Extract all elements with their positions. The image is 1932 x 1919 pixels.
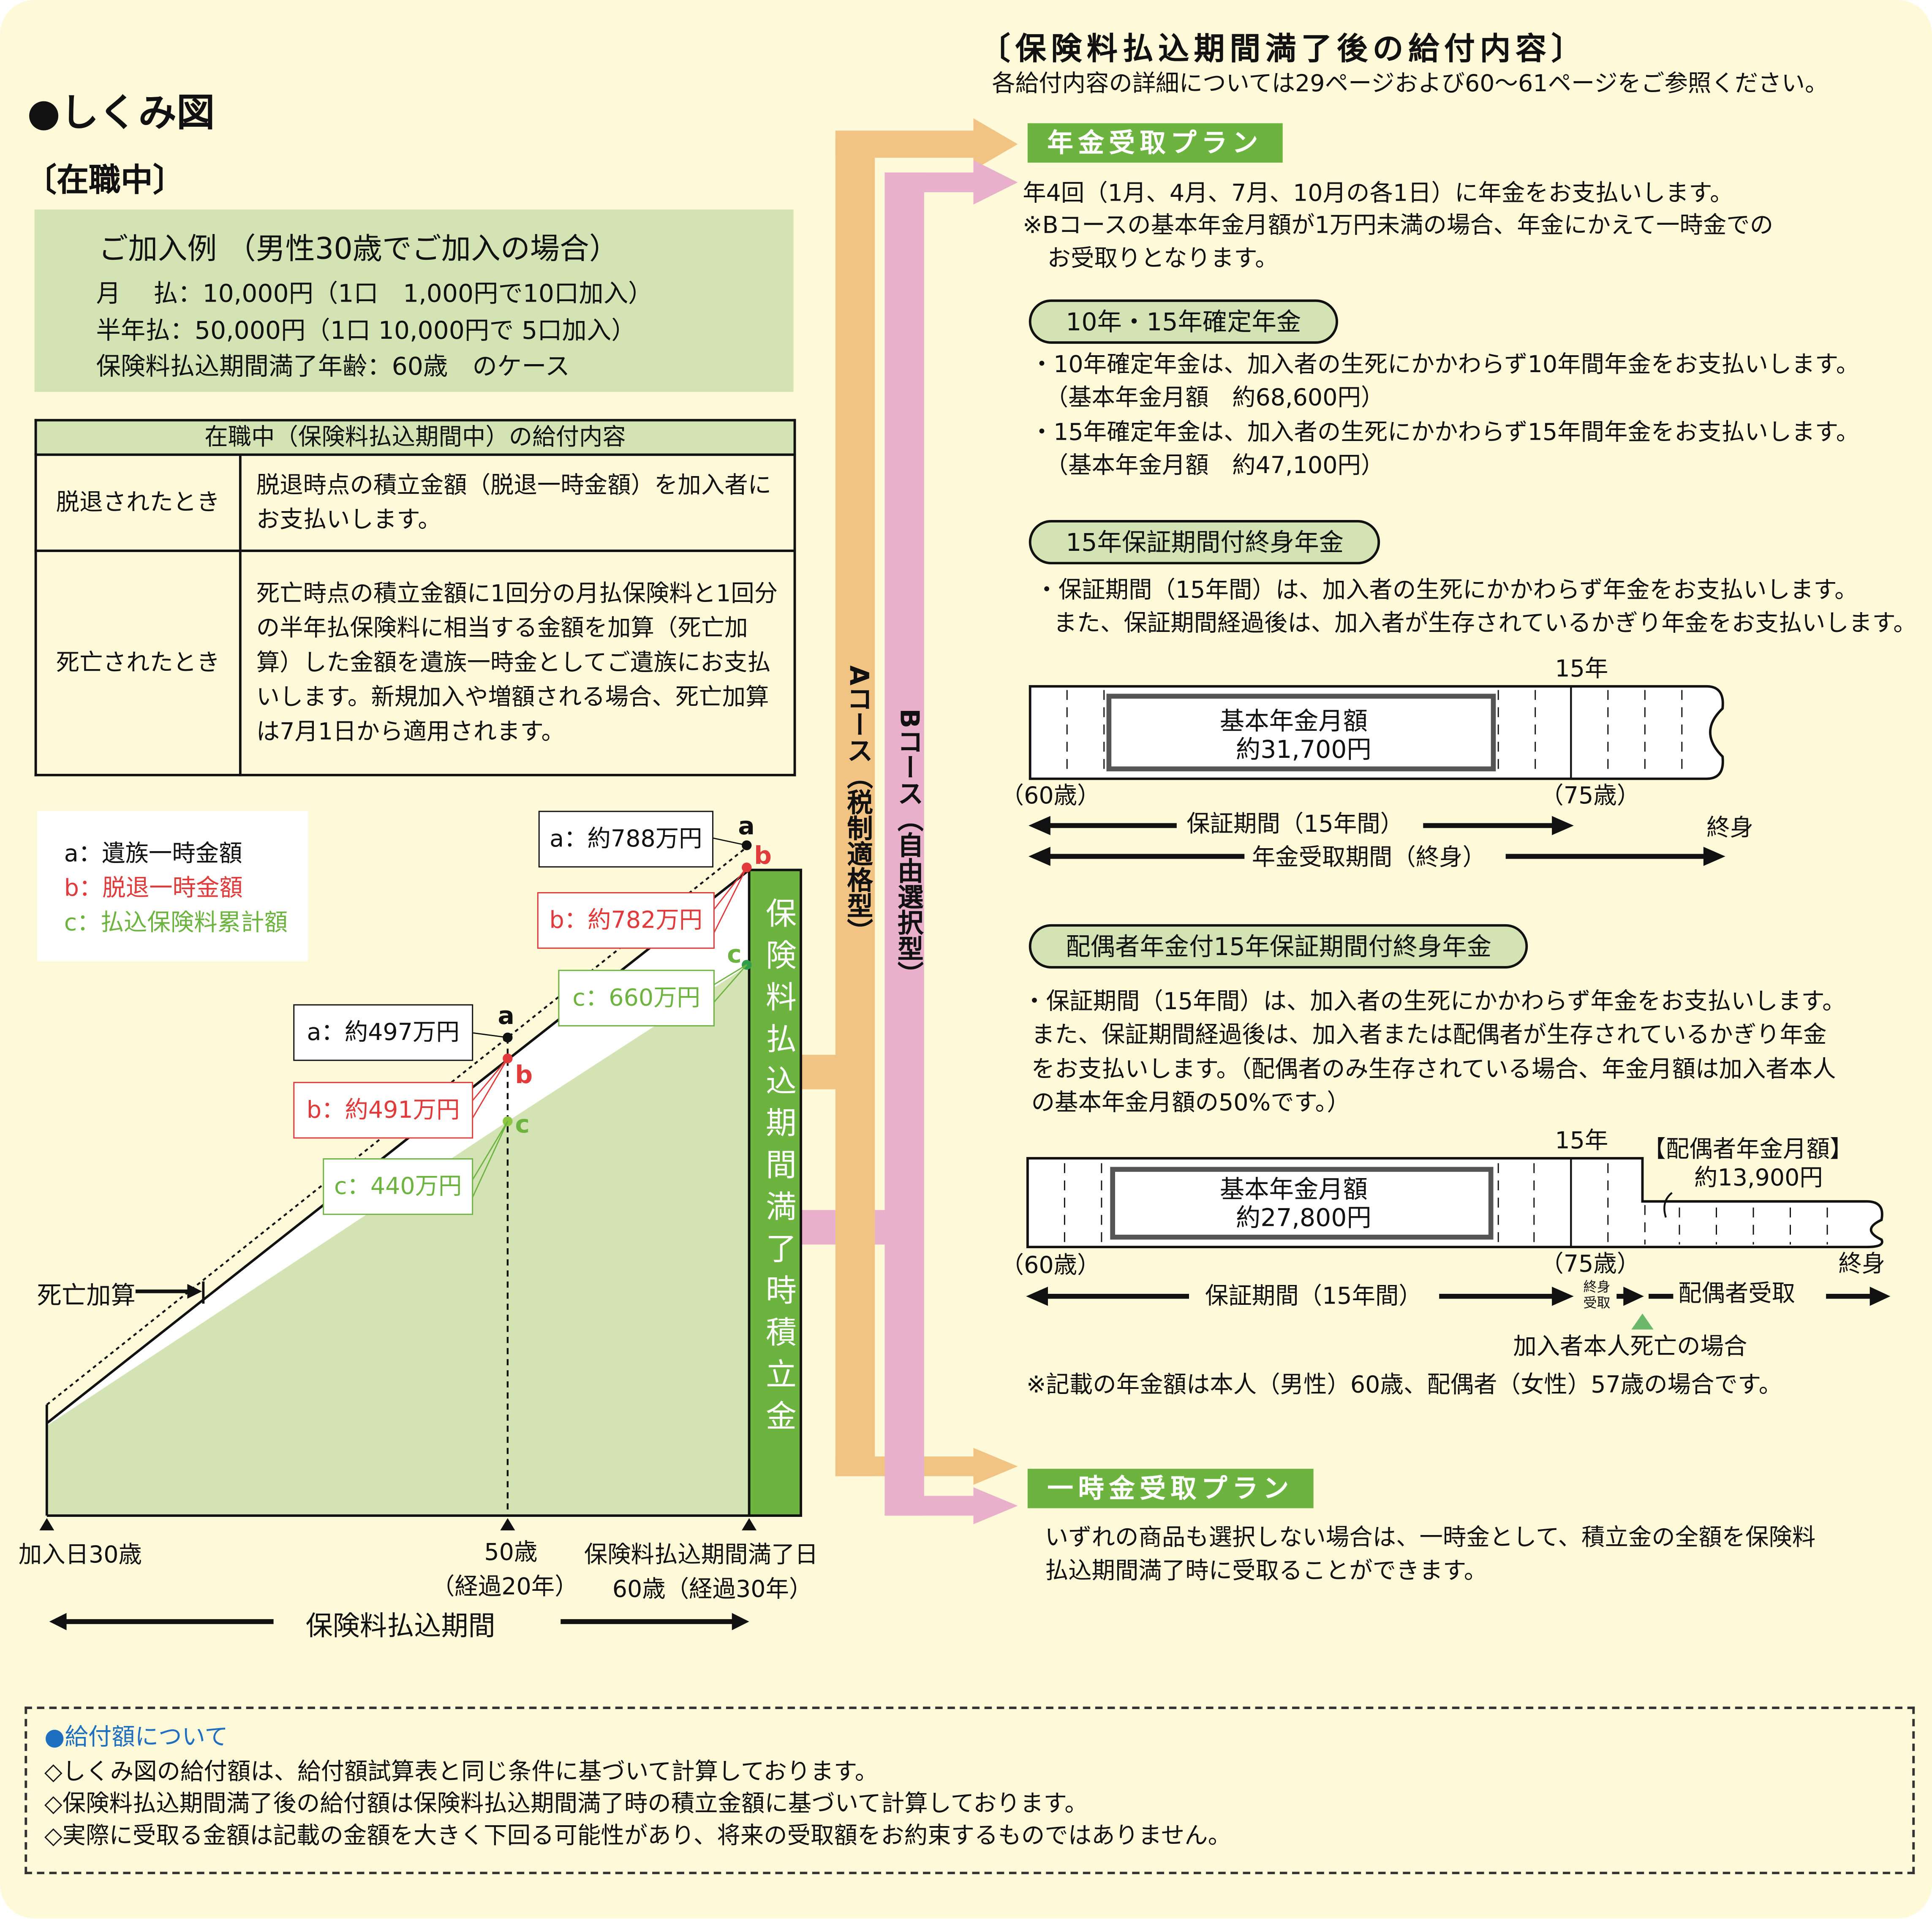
spouse-amount-label: 【配偶者年金月額】 [1642, 1136, 1853, 1163]
life-age75: （75歳） [1540, 782, 1641, 810]
payment-period-label: 保険料払込期間 [305, 1611, 495, 1643]
spouse-note: ※記載の年金額は本人（男性）60歳、配偶者（女性）57歳の場合です。 [1026, 1371, 1782, 1399]
point-a: a [738, 811, 755, 841]
legend-c: c：払込保険料累計額 [64, 909, 288, 936]
footer-notes: ●給付額について ◇しくみ図の給付額は、給付額試算表と同じ条件に基づいて計算して… [24, 1707, 1915, 1874]
example-line: 保険料払込期間満了年齢：60歳 のケース [96, 351, 570, 381]
spouse-annuity-diagram [1026, 1157, 1891, 1330]
paid-premium-area [46, 965, 749, 1516]
point-a: a [498, 1000, 514, 1030]
row-text: 死亡時点の積立金額に1回分の月払保険料と1回分の半年払保険料に相当する金額を加算… [239, 550, 796, 776]
fixed-text: （基本年金月額 約68,600円） [1045, 384, 1385, 412]
spouse-box-value: 約27,800円 [1235, 1203, 1371, 1233]
spouse-text: また、保証期間経過後は、加入者または配偶者が生存されているかぎり年金 [1031, 1021, 1827, 1049]
life-age60: （60歳） [1000, 782, 1101, 810]
x-label-50-sub: （経過20年） [431, 1573, 578, 1601]
death-addition-label: 死亡加算 [37, 1280, 136, 1310]
spouse-annuity-title: 配偶者年金付15年保証期間付終身年金 [1029, 924, 1529, 969]
footer-title: ●給付額について [44, 1724, 228, 1751]
spouse-text: をお支払いします。（配偶者のみ生存されている場合、年金月額は加入者本人 [1031, 1056, 1836, 1083]
course-a-band [801, 118, 1018, 1485]
lump-text: いずれの商品も選択しない場合は、一時金として、積立金の全額を保険料 [1045, 1524, 1816, 1552]
life-box-label: 基本年金月額 [1219, 706, 1368, 736]
course-a-label: Aコース（税制適格型） [844, 665, 874, 945]
life-15y: 15年 [1555, 655, 1608, 683]
x-label-60-sub: 60歳（経過30年） [612, 1576, 813, 1603]
spouse-guarantee: 保証期間（15年間） [1205, 1282, 1422, 1310]
label-b-60: b：約782万円 [537, 892, 715, 949]
example-title: ご加入例 （男性30歳でご加入の場合） [98, 231, 619, 267]
x-label-60: 保険料払込期間満了日 [584, 1541, 818, 1569]
pension-text: 年4回（1月、4月、7月、10月の各1日）に年金をお支払いします。 [1023, 180, 1733, 207]
life-text: ・保証期間（15年間）は、加入者の生死にかかわらず年金をお支払いします。 [1035, 577, 1858, 604]
maturity-bar-label: 保険料払込期間満了時積立金 [761, 897, 797, 1442]
point-c: c [515, 1109, 530, 1139]
lump-sum-plan-label: 一時金受取プラン [1027, 1469, 1314, 1508]
spouse-age75: （75歳） [1540, 1250, 1641, 1278]
example-line: 月 払：10,000円（1口 1,000円で10口加入） [96, 278, 653, 308]
pension-plan-label: 年金受取プラン [1027, 123, 1283, 163]
fixed-text: ・10年確定年金は、加入者の生死にかかわらず10年間年金をお支払いします。 [1030, 351, 1860, 378]
x-label-30: 加入日30歳 [18, 1541, 142, 1569]
life-receive-period: 年金受取期間（終身） [1252, 844, 1486, 871]
accumulation-chart [39, 837, 803, 1630]
life-text: また、保証期間経過後は、加入者が生存されているかぎり年金をお支払いします。 [1053, 610, 1917, 637]
label-c-60: c：660万円 [558, 969, 715, 1026]
fixed-text: ・15年確定年金は、加入者の生死にかかわらず15年間年金をお支払いします。 [1030, 419, 1860, 446]
course-b-band [801, 160, 1018, 1524]
spouse-15y: 15年 [1555, 1127, 1608, 1155]
label-c-50: c：440万円 [323, 1158, 473, 1215]
fixed-annuity-title: 10年・15年確定年金 [1029, 299, 1338, 344]
footer-line: ◇実際に受取る金額は記載の金額を大きく下回る可能性があり、将来の受取額をお約束す… [44, 1822, 1232, 1850]
life-annuity-diagram [1029, 685, 1725, 866]
death-case-label: 加入者本人死亡の場合 [1513, 1333, 1747, 1361]
section-title: 〔在職中〕 [24, 163, 185, 200]
pension-text: ※Bコースの基本年金月額が1万円未満の場合、年金にかえて一時金での [1023, 212, 1774, 239]
life-guarantee: 保証期間（15年間） [1186, 811, 1404, 838]
legend: a：遺族一時金額 b：脱退一時金額 c：払込保険料累計額 [37, 811, 308, 961]
point-c: c [727, 939, 742, 969]
life-box-value: 約31,700円 [1235, 734, 1371, 764]
example-line: 半年払：50,000円（1口 10,000円で 5口加入） [96, 315, 636, 345]
self-receive-2: 受取 [1583, 1295, 1611, 1311]
spouse-age60: （60歳） [1000, 1252, 1101, 1279]
maturity-bar [748, 868, 803, 1517]
example-box: ご加入例 （男性30歳でご加入の場合） 月 払：10,000円（1口 1,000… [34, 209, 794, 392]
point-b: b [754, 840, 772, 870]
footer-line: ◇しくみ図の給付額は、給付額試算表と同じ条件に基づいて計算しております。 [44, 1758, 879, 1786]
self-receive-1: 終身 [1583, 1279, 1611, 1295]
page-title: ●しくみ図 [27, 91, 215, 136]
spouse-amount-value: 約13,900円 [1694, 1164, 1823, 1192]
pension-text: お受取りとなります。 [1047, 245, 1279, 272]
legend-a: a：遺族一時金額 [64, 840, 242, 868]
row-label: 死亡されたとき [34, 550, 242, 776]
course-b-label: Bコース（自由選択型） [894, 708, 924, 987]
life-lifelong: 終身 [1706, 814, 1754, 842]
table-header: 在職中（保険料払込期間中）の給付内容 [34, 419, 796, 456]
row-label: 脱退されたとき [34, 453, 242, 552]
right-header: 〔保険料払込期間満了後の給付内容〕 [980, 30, 1587, 67]
label-b-50: b：約491万円 [293, 1082, 473, 1139]
spouse-text: の基本年金月額の50%です。） [1031, 1089, 1350, 1116]
death-marker-icon [1631, 1313, 1654, 1330]
fixed-text: （基本年金月額 約47,100円） [1045, 452, 1385, 479]
benefit-table: 在職中（保険料払込期間中）の給付内容 脱退されたとき脱退時点の積立金額（脱退一時… [34, 419, 796, 776]
lump-text: 払込期間満了時に受取ることができます。 [1045, 1557, 1488, 1585]
point-b: b [515, 1059, 533, 1089]
right-subheader: 各給付内容の詳細については29ページおよび60～61ページをご参照ください。 [992, 70, 1829, 98]
label-a-50: a：約497万円 [293, 1004, 473, 1061]
legend-b: b：脱退一時金額 [64, 875, 243, 902]
footer-line: ◇保険料払込期間満了後の給付額は保険料払込期間満了時の積立金額に基づいて計算して… [44, 1790, 1088, 1818]
spouse-box-label: 基本年金月額 [1219, 1174, 1368, 1204]
spouse-lifelong: 終身 [1838, 1250, 1886, 1278]
life-annuity-title: 15年保証期間付終身年金 [1029, 520, 1381, 565]
x-label-50: 50歳 [484, 1539, 538, 1566]
spouse-text: ・保証期間（15年間）は、加入者の生死にかかわらず年金をお支払いします。 [1023, 988, 1846, 1015]
spouse-receive: 配偶者受取 [1678, 1280, 1796, 1308]
row-text: 脱退時点の積立金額（脱退一時金額）を加入者にお支払いします。 [239, 453, 796, 552]
label-a-60: a：約788万円 [538, 811, 714, 868]
